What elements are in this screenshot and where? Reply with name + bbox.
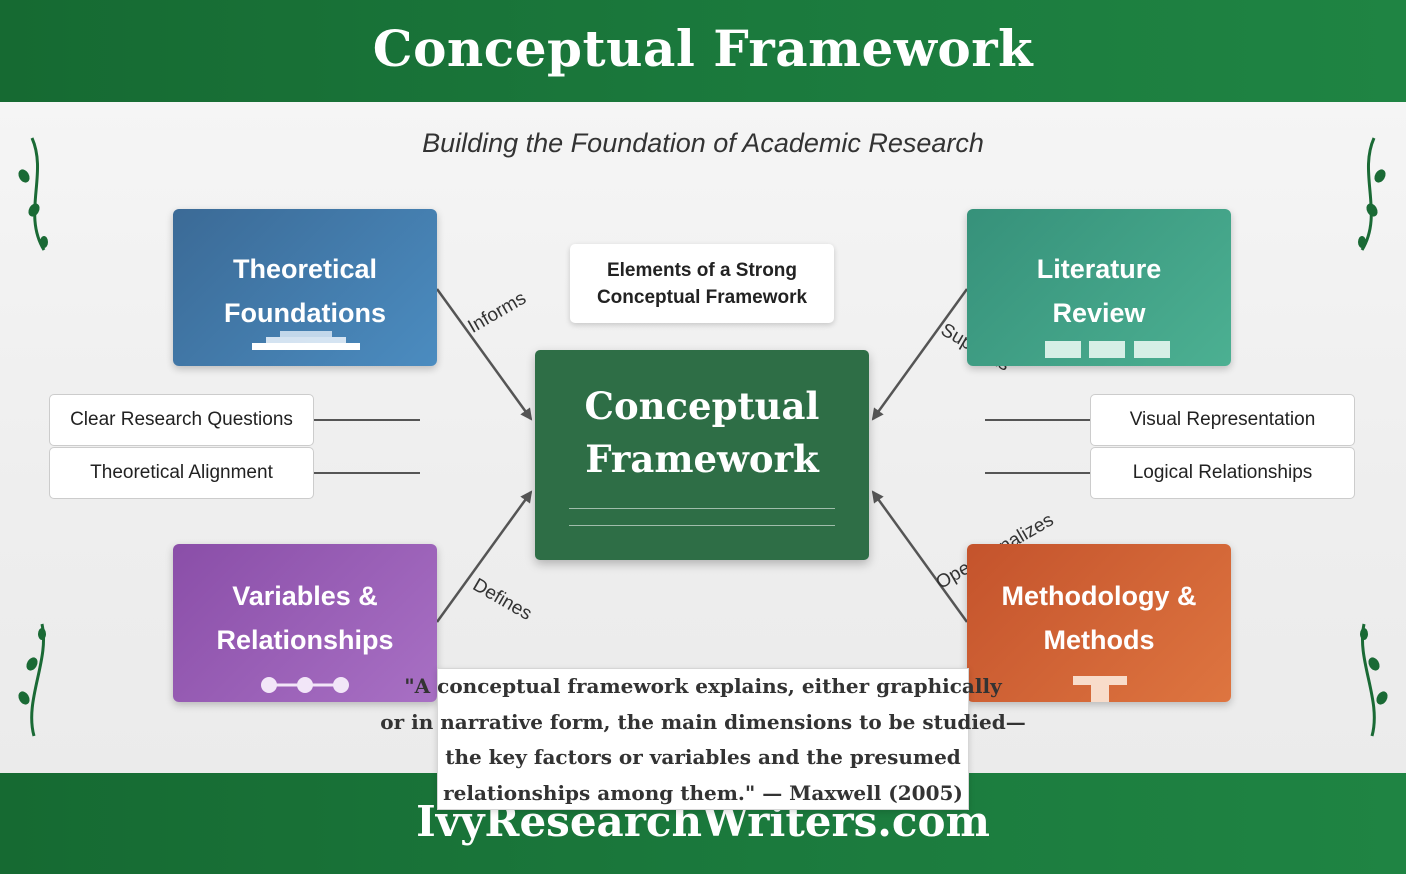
element-visual-representation: Visual Representation xyxy=(1090,394,1355,446)
vine-decoration-top-left xyxy=(18,137,48,251)
header-bar: Conceptual Framework xyxy=(0,0,1406,102)
quote-line: "A conceptual framework explains, either… xyxy=(404,674,1002,698)
literature-review-box: Literature Review xyxy=(967,209,1231,366)
methodology-methods-line2: Methods xyxy=(1043,625,1155,655)
methodology-methods-box: Methodology & Methods xyxy=(967,544,1231,702)
methodology-methods-line1: Methodology & xyxy=(1001,581,1197,611)
central-concept-line2: Framework xyxy=(585,437,819,481)
tool-icon xyxy=(1073,676,1127,702)
page-title: Conceptual Framework xyxy=(372,18,1034,78)
variables-relationships-line2: Relationships xyxy=(216,625,394,655)
center-divider xyxy=(569,508,835,509)
theoretical-foundations-line2: Foundations xyxy=(224,298,386,328)
subtitle: Building the Foundation of Academic Rese… xyxy=(422,128,984,158)
element-clear-research-questions: Clear Research Questions xyxy=(49,394,314,446)
connector-informs xyxy=(435,288,533,421)
literature-review-line1: Literature xyxy=(1036,254,1162,284)
connector-supports xyxy=(871,288,969,421)
documents-icon xyxy=(1045,341,1170,358)
steps-icon xyxy=(252,331,360,350)
central-concept-line1: Conceptual xyxy=(584,384,820,428)
vine-decoration-bottom-right xyxy=(1360,623,1388,737)
variables-relationships-box: Variables & Relationships xyxy=(173,544,437,702)
quote-line: or in narrative form, the main dimension… xyxy=(380,709,1026,734)
theoretical-foundations-line1: Theoretical xyxy=(232,254,378,284)
quote-line: relationships among them." — Maxwell (20… xyxy=(443,780,963,805)
maxwell-quote: "A conceptual framework explains, either… xyxy=(380,669,1026,811)
center-divider xyxy=(569,525,835,526)
element-theoretical-alignment: Theoretical Alignment xyxy=(49,447,314,499)
vine-decoration-top-right xyxy=(1358,137,1386,251)
element-logical-relationships: Logical Relationships xyxy=(1090,447,1355,499)
variables-relationships-line1: Variables & xyxy=(232,581,378,611)
elements-heading-line2: Conceptual Framework xyxy=(596,287,808,308)
network-nodes-icon xyxy=(261,677,349,693)
connector-operationalizes xyxy=(871,490,969,623)
connector-defines xyxy=(435,490,533,623)
elements-heading-card: Elements of a Strong Conceptual Framewor… xyxy=(570,244,834,323)
theoretical-foundations-box: Theoretical Foundations xyxy=(173,209,437,366)
literature-review-line2: Review xyxy=(1052,298,1146,328)
elements-heading-line1: Elements of a Strong xyxy=(606,260,798,281)
quote-line: the key factors or variables and the pre… xyxy=(445,745,961,769)
central-concept-box: Conceptual Framework xyxy=(535,350,869,560)
quote-card xyxy=(437,668,969,810)
vine-decoration-bottom-left xyxy=(18,623,46,737)
